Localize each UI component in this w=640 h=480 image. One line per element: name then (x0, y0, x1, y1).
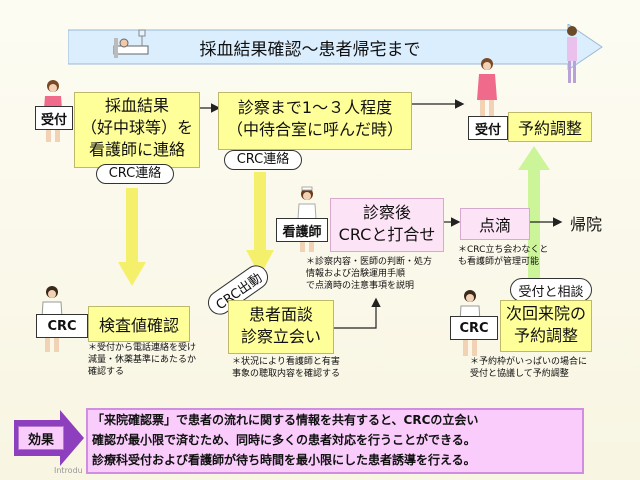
drip-note-line-1: ＊CRC立ち会わなくと (458, 245, 549, 255)
nurse-note-line-1: ＊診察内容・医師の判断・処方 (306, 257, 433, 267)
drip-note: ＊CRC立ち会わなくと も看護師が管理可能 (458, 244, 568, 268)
effect-box: 「来院確認票」で患者の流れに関する情報を共有すると、CRCの立会い 確認が最小限… (86, 408, 584, 474)
blood-result-line-1: 採血結果 (104, 96, 169, 115)
post-exam-line-2: CRCと打合せ (338, 225, 436, 244)
interview-line-1: 患者面談 (248, 305, 313, 324)
blood-result-line-2: （好中球等）を (80, 118, 193, 137)
reception-tag-right: 受付 (468, 116, 508, 140)
post-exam-line-1: 診察後 (362, 203, 411, 222)
interview-note: ＊状況により看護師と有害 事象の聴取内容を確認する (232, 356, 392, 380)
lab-value-check-box: 検査値確認 (88, 306, 190, 342)
arrow-left-down (118, 188, 146, 286)
crc-left-note: ＊受付から電話連絡を受け 減量・休薬基準にあたるか 確認する (88, 342, 228, 378)
next-visit-line-1: 次回来院の (505, 304, 586, 323)
receptionist-icon-right (477, 58, 497, 120)
crc-tag-right: CRC (450, 316, 498, 340)
arrow-mid-down (246, 172, 274, 276)
exam-queue-box: 診察まで1～３人程度 （中待合室に呼んだ時） (218, 92, 412, 150)
effect-line-3: 診療科受付および看護師が待ち時間を最小限にした患者誘導を行える。 (92, 453, 476, 467)
exam-queue-line-2: （中待合室に呼んだ時） (226, 120, 403, 139)
footer-text: Introdu (54, 466, 83, 475)
patient-interview-box: 患者面談 診察立会い (228, 300, 334, 354)
consult-reception-pill: 受付と相談 (510, 278, 592, 302)
interview-note-line-1: ＊状況により看護師と有害 (232, 357, 340, 367)
crc-contact-pill-mid: CRC連絡 (224, 150, 302, 170)
reception-tag-left: 受付 (35, 106, 73, 130)
next-visit-box: 次回来院の 予約調整 (500, 300, 592, 352)
crc-contact-pill-left: CRC連絡 (96, 164, 174, 184)
crc-right-note-line-1: ＊予約枠がいっぱいの場合に (470, 357, 588, 367)
next-visit-line-2: 予約調整 (513, 326, 578, 345)
nurse-tag: 看護師 (276, 218, 328, 242)
crc-right-note-line-2: 受付と協議して予約調整 (470, 369, 569, 379)
interview-line-2: 診察立会い (240, 327, 321, 346)
drip-box: 点滴 (460, 208, 530, 240)
post-exam-meeting-box: 診察後 CRCと打合せ (330, 198, 444, 252)
nurse-note: ＊診察内容・医師の判断・処方 情報および治験運用手順 で点滴時の注意事項を説明 (306, 256, 456, 292)
drip-note-line-2: も看護師が管理可能 (458, 257, 540, 267)
nurse-note-line-3: で点滴時の注意事項を説明 (306, 281, 415, 291)
appointment-adjust-box: 予約調整 (508, 112, 592, 142)
interview-note-line-2: 事象の聴取内容を確認する (232, 369, 341, 379)
effect-line-2: 確認が最小限で済むため、同時に多くの患者対応を行うことができる。 (92, 433, 476, 447)
crc-left-note-line-3: 確認する (88, 367, 125, 377)
blood-result-box: 採血結果 （好中球等）を 看護師に連絡 (74, 92, 200, 168)
exam-queue-line-1: 診察まで1～３人程度 (237, 98, 393, 117)
blood-result-line-3: 看護師に連絡 (88, 140, 185, 159)
effect-line-1: 「来院確認票」で患者の流れに関する情報を共有すると、CRCの立会い (92, 413, 479, 427)
crc-left-note-line-2: 減量・休薬基準にあたるか (88, 355, 197, 365)
nurse-note-line-2: 情報および治験運用手順 (306, 269, 406, 279)
hospital-bed-icon (113, 29, 149, 58)
crc-left-note-line-1: ＊受付から電話連絡を受け (88, 343, 197, 353)
patient-walking-icon (567, 26, 577, 83)
crc-tag-left: CRC (36, 314, 88, 338)
discharge-label: 帰院 (569, 215, 602, 234)
effect-tag: 効果 (18, 426, 64, 450)
header-title: 採血結果確認～患者帰宅まで (199, 39, 421, 60)
crc-right-note: ＊予約枠がいっぱいの場合に 受付と協議して予約調整 (470, 356, 620, 380)
